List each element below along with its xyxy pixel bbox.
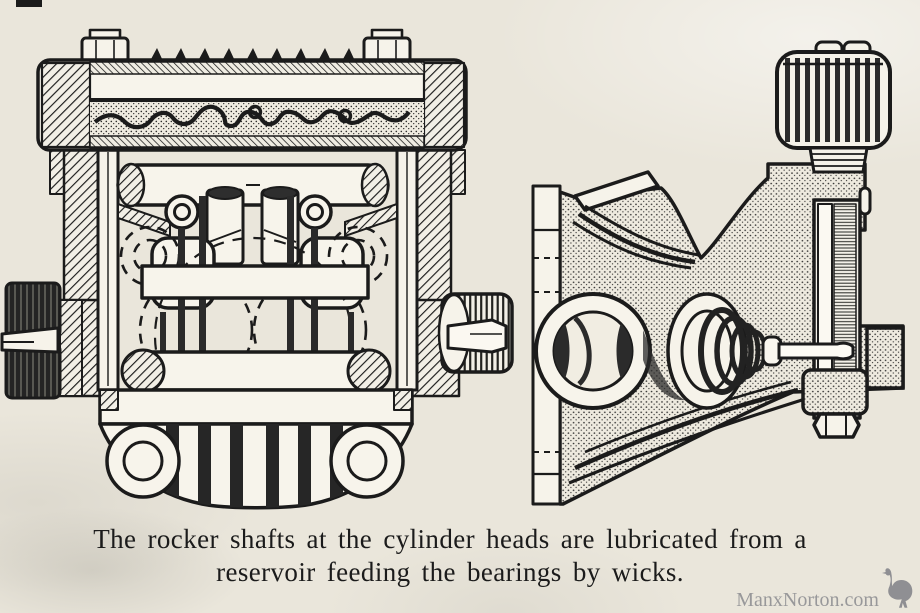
page-edge-mark	[16, 0, 42, 7]
emu-bird-icon	[882, 568, 913, 608]
knurl-ribs	[785, 58, 880, 142]
rocker-eye-right	[299, 196, 331, 228]
rocker-shaft	[118, 164, 388, 206]
reservoir-bolt-right	[364, 30, 410, 62]
upper-fin-lines	[573, 206, 699, 268]
valve-spring	[668, 294, 853, 408]
reservoir-bolt-left	[82, 30, 128, 62]
rocker-arms	[118, 204, 397, 236]
watermark: ManxNorton.com	[736, 565, 914, 611]
wick-feed-tube	[803, 188, 870, 437]
rocker-eye-left	[166, 196, 198, 228]
caption-line-1: The rocker shafts at the cylinder heads …	[93, 524, 807, 554]
rocker-box-edge-plate	[575, 172, 658, 210]
watermark-text: ManxNorton.com	[736, 589, 879, 611]
rocker-end-left	[2, 283, 82, 398]
cross-member	[142, 266, 368, 298]
oil-filler-cap	[777, 42, 890, 172]
side-view-figure	[515, 0, 920, 520]
serrated-top	[150, 48, 355, 61]
valve-stem	[779, 343, 853, 359]
head-boss-left	[107, 425, 179, 497]
port-opening	[536, 294, 685, 408]
tappet-blade-right	[448, 320, 506, 352]
front-section-figure	[0, 0, 515, 520]
lower-fin-lines	[569, 382, 802, 483]
rocker-end-right	[439, 294, 512, 372]
cylinder-head	[100, 390, 412, 512]
caption-line-2: reservoir feeding the bearings by wicks.	[216, 557, 684, 587]
lower-rocker-shaft	[122, 350, 390, 392]
tappet-blade-left	[2, 328, 58, 352]
caption: The rocker shafts at the cylinder heads …	[0, 523, 900, 589]
hex-nut	[814, 414, 859, 437]
oil-reservoir	[38, 30, 466, 150]
mounting-bracket	[867, 328, 903, 388]
head-boss-right	[331, 425, 403, 497]
